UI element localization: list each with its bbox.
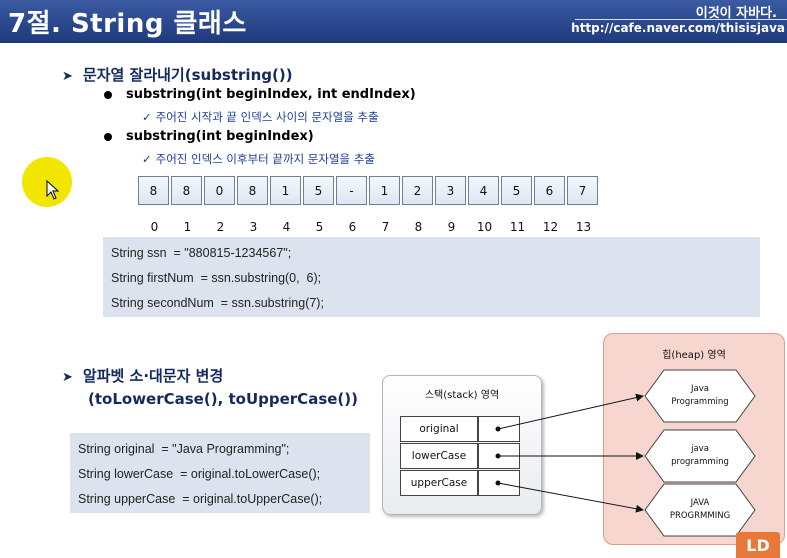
substring-one-arg-note-text: 주어진 인덱스 이후부터 끝까지 문자열을 추출 bbox=[155, 152, 375, 166]
index-number: 12 bbox=[542, 220, 559, 234]
index-number: 3 bbox=[249, 220, 258, 234]
section-substring-heading: ➤ 문자열 잘라내기(substring()) bbox=[62, 64, 293, 85]
index-number: 13 bbox=[575, 220, 592, 234]
substring-two-arg-note-text: 주어진 시작과 끝 인덱스 사이의 문자열을 추출 bbox=[155, 110, 379, 124]
section-case-heading-line1: 알파벳 소·대문자 변경 bbox=[82, 367, 224, 385]
index-number: 8 bbox=[414, 220, 423, 234]
char-cell: 8 bbox=[138, 176, 169, 205]
brand-text: 이것이 자바다. bbox=[695, 6, 777, 21]
char-index-table: 8 8 0 8 1 5 - 1 2 3 4 5 6 7 bbox=[138, 176, 600, 205]
code-line: String original = "Java Programming"; bbox=[78, 442, 290, 456]
char-cell: 8 bbox=[237, 176, 268, 205]
substring-one-arg-note: ✓주어진 인덱스 이후부터 끝까지 문자열을 추출 bbox=[142, 151, 375, 167]
heap-object-line2: programming bbox=[671, 457, 729, 467]
substring-code-block: String ssn = "880815-1234567"; String fi… bbox=[103, 237, 760, 317]
stack-ref-cell bbox=[478, 470, 520, 496]
heap-object-text: java programming bbox=[655, 443, 745, 469]
substring-two-arg-signature: substring(int beginIndex, int endIndex) bbox=[126, 87, 416, 102]
section-substring-heading-text: 문자열 잘라내기(substring()) bbox=[82, 66, 293, 84]
heap-object-hexagon bbox=[644, 429, 756, 483]
bullet-dot-icon bbox=[104, 90, 112, 99]
stack-var-original: original bbox=[400, 416, 478, 442]
title-bar: 7절. String 클래스 이것이 자바다. http://cafe.nave… bbox=[0, 0, 787, 43]
char-cell: 1 bbox=[369, 176, 400, 205]
substring-two-arg-item: substring(int beginIndex, int endIndex) bbox=[104, 87, 416, 102]
char-cell: 5 bbox=[303, 176, 334, 205]
heap-title: 힙(heap) 영역 bbox=[662, 350, 726, 361]
arrow-bullet-icon: ➤ bbox=[62, 370, 73, 385]
char-cell: - bbox=[336, 176, 367, 205]
index-number: 9 bbox=[447, 220, 456, 234]
substring-one-arg-signature: substring(int beginIndex) bbox=[126, 129, 314, 144]
char-cell: 1 bbox=[270, 176, 301, 205]
stack-var-uppercase: upperCase bbox=[400, 470, 478, 496]
char-cell: 6 bbox=[534, 176, 565, 205]
bullet-dot-icon bbox=[104, 132, 112, 141]
index-number: 6 bbox=[348, 220, 357, 234]
code-line: String upperCase = original.toUpperCase(… bbox=[78, 492, 323, 506]
stack-ref-cell bbox=[478, 443, 520, 469]
index-number: 5 bbox=[315, 220, 324, 234]
index-numbers: 0 1 2 3 4 5 6 7 8 9 10 11 12 13 bbox=[138, 220, 600, 234]
heap-object-hexagon bbox=[644, 369, 756, 423]
check-icon: ✓ bbox=[142, 110, 152, 124]
stack-var-lowercase: lowerCase bbox=[400, 443, 478, 469]
stack-title: 스택(stack) 영역 bbox=[424, 390, 500, 401]
section-case-heading: ➤ 알파벳 소·대문자 변경 bbox=[62, 365, 223, 386]
heap-area: 힙(heap) 영역 Java Programming java program… bbox=[603, 333, 785, 545]
channel-logo: LD bbox=[736, 532, 780, 558]
code-line: String lowerCase = original.toLowerCase(… bbox=[78, 467, 321, 481]
heap-object-line2: Programming bbox=[671, 397, 729, 407]
stack-area: 스택(stack) 영역 original lowerCase upperCas… bbox=[382, 375, 542, 515]
heap-object-line1: java bbox=[691, 444, 709, 454]
char-cell: 0 bbox=[204, 176, 235, 205]
stack-ref-cell bbox=[478, 416, 520, 442]
code-line: String secondNum = ssn.substring(7); bbox=[111, 296, 324, 310]
index-number: 1 bbox=[183, 220, 192, 234]
page-title: 7절. String 클래스 bbox=[8, 9, 247, 39]
char-cell: 3 bbox=[435, 176, 466, 205]
heap-object-text: Java Programming bbox=[655, 383, 745, 409]
index-number: 7 bbox=[381, 220, 390, 234]
heap-object-text: JAVA PROGRMMING bbox=[655, 497, 745, 523]
substring-two-arg-note: ✓주어진 시작과 끝 인덱스 사이의 문자열을 추출 bbox=[142, 109, 379, 125]
char-cell: 7 bbox=[567, 176, 598, 205]
code-line: String firstNum = ssn.substring(0, 6); bbox=[111, 271, 322, 285]
index-number: 0 bbox=[150, 220, 159, 234]
index-number: 11 bbox=[509, 220, 526, 234]
substring-one-arg-item: substring(int beginIndex) bbox=[104, 129, 314, 144]
char-cell: 8 bbox=[171, 176, 202, 205]
section-case-heading-line2: (toLowerCase(), toUpperCase()) bbox=[88, 390, 358, 408]
index-number: 4 bbox=[282, 220, 291, 234]
code-line: String ssn = "880815-1234567"; bbox=[111, 246, 292, 260]
check-icon: ✓ bbox=[142, 152, 152, 166]
cafe-url: http://cafe.naver.com/thisisjava bbox=[571, 21, 785, 35]
heap-hexagons bbox=[644, 369, 756, 537]
mouse-cursor-icon bbox=[46, 180, 60, 200]
heap-object-line2: PROGRMMING bbox=[669, 511, 731, 521]
index-number: 2 bbox=[216, 220, 225, 234]
index-number: 10 bbox=[476, 220, 493, 234]
heap-object-line1: JAVA bbox=[690, 498, 710, 508]
char-cell: 4 bbox=[468, 176, 499, 205]
arrow-bullet-icon: ➤ bbox=[62, 69, 73, 84]
char-cell: 5 bbox=[501, 176, 532, 205]
char-cell: 2 bbox=[402, 176, 433, 205]
header-divider bbox=[575, 19, 787, 20]
heap-object-line1: Java bbox=[691, 384, 709, 394]
case-code-block: String original = "Java Programming"; St… bbox=[70, 433, 370, 513]
